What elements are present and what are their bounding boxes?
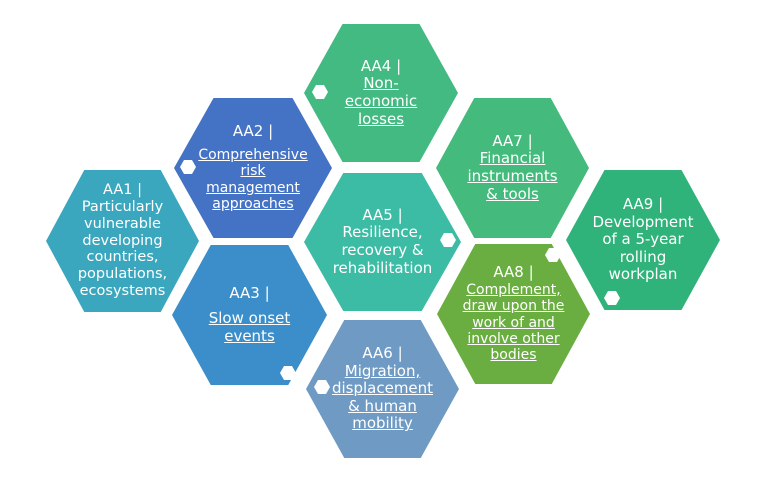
aa8-label-link[interactable]: Complement, draw upon the work of and in…	[462, 281, 565, 364]
connector-hexagon-icon	[314, 380, 330, 394]
aa6-label-link[interactable]: Migration, displacement & human mobility	[331, 361, 434, 433]
aa6-code: AA6 |	[362, 344, 403, 363]
connector-hexagon-icon	[604, 291, 620, 305]
aa7-label-link[interactable]: Financial instruments & tools	[467, 149, 558, 203]
aa4-label-link[interactable]: Non-economic losses	[344, 74, 418, 128]
aa1-label: Particularly vulnerable developing count…	[77, 198, 168, 300]
connector-hexagon-icon	[440, 233, 456, 247]
aa2-label-link[interactable]: Comprehensive risk management approaches	[198, 147, 308, 213]
connector-hexagon-icon	[312, 85, 328, 99]
hex-aa8: AA8 | Complement, draw upon the work of …	[437, 244, 590, 384]
aa4-code: AA4 |	[360, 56, 402, 75]
aa5-code: AA5 |	[362, 205, 403, 224]
hex-aa3: AA3 | Slow onset events	[172, 245, 327, 385]
aa9-code: AA9 |	[622, 195, 664, 214]
aa8-code: AA8 |	[493, 263, 534, 282]
hex-aa7: AA7 | Financial instruments & tools	[436, 98, 589, 238]
hex-aa9: AA9 | Development of a 5-year rolling wo…	[566, 170, 720, 310]
hex-aa1: AA1 | Particularly vulnerable developing…	[46, 170, 199, 312]
aa7-code: AA7 |	[492, 131, 533, 150]
aa9-label: Development of a 5-year rolling workplan	[592, 212, 694, 284]
connector-hexagon-icon	[545, 248, 561, 262]
hex-aa2: AA2 | Comprehensive risk management appr…	[174, 98, 332, 238]
aa2-code: AA2 |	[232, 122, 274, 141]
aa3-code: AA3 |	[229, 283, 270, 302]
aa5-label: Resilience, recovery & rehabilitation	[332, 223, 433, 277]
connector-hexagon-icon	[180, 160, 196, 174]
aa3-label-link[interactable]: Slow onset events	[208, 309, 291, 345]
hex-aa6: AA6 | Migration, displacement & human mo…	[306, 320, 459, 458]
aa1-code: AA1 |	[103, 181, 142, 198]
connector-hexagon-icon	[280, 366, 296, 380]
hex-aa5: AA5 | Resilience, recovery & rehabilitat…	[304, 173, 461, 311]
